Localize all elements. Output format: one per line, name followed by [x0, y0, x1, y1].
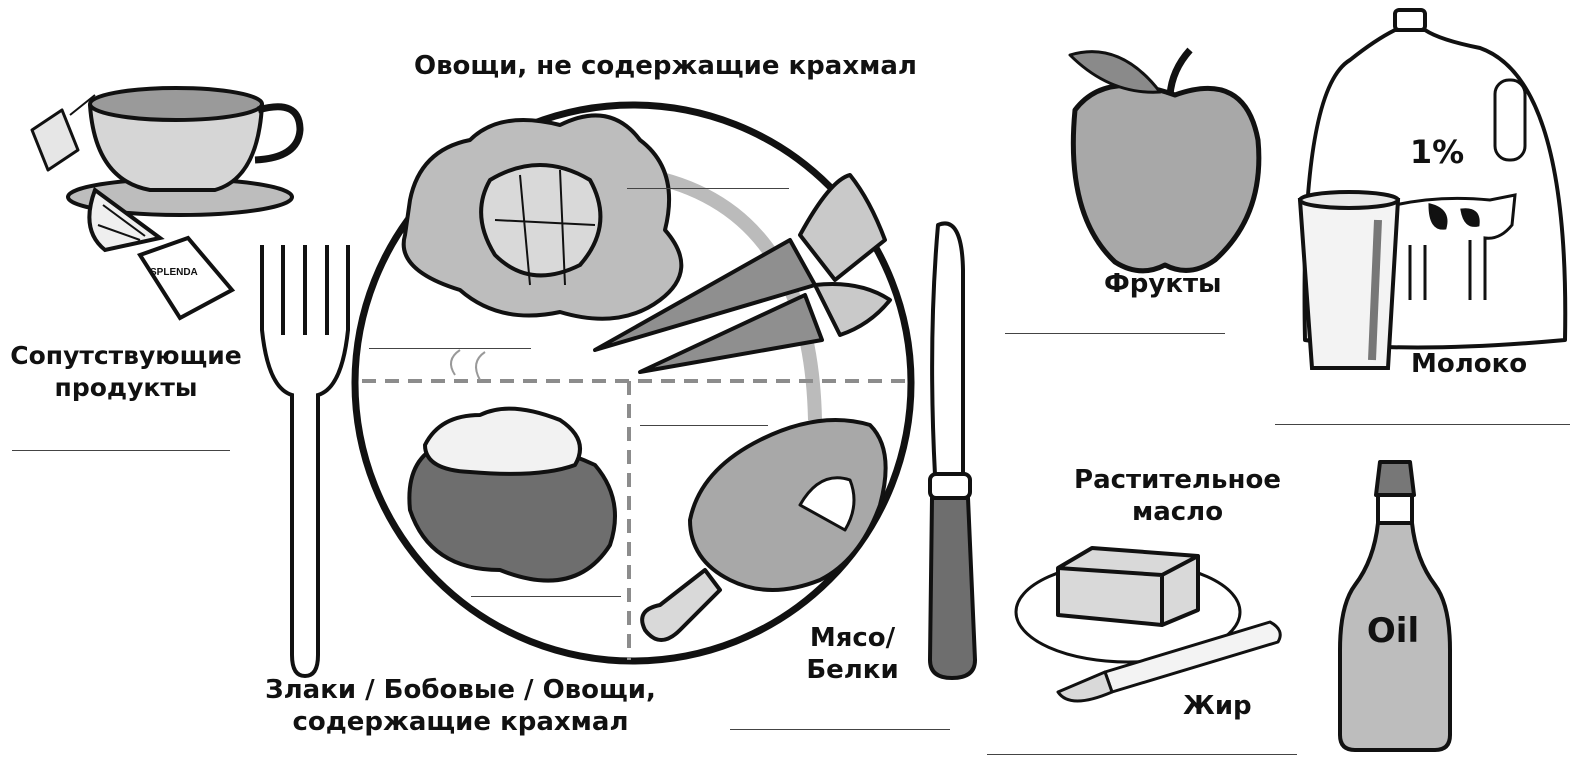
knife-icon — [930, 223, 975, 678]
blank-line-meat — [730, 729, 950, 730]
oil-bottle-text: Oil — [1367, 611, 1419, 651]
sweetener-text: SPLENDA — [150, 267, 198, 278]
oil-bottle-icon — [1340, 462, 1450, 750]
label-fat: Жир — [1183, 690, 1252, 722]
label-meat-protein: Мясо/ Белки — [800, 622, 905, 686]
tea-cup-icon — [32, 88, 300, 215]
label-non-starchy-vegetables: Овощи, не содержащие крахмал — [414, 50, 917, 82]
blank-line-milk — [1275, 424, 1570, 425]
blank-line-fat — [987, 754, 1297, 755]
label-extras: Сопутствующие продукты — [6, 340, 246, 404]
milk-glass-icon — [1300, 192, 1398, 368]
fork-icon — [262, 245, 348, 676]
label-grains-legumes-starchy: Злаки / Бобовые / Овощи, содержащие крах… — [228, 674, 693, 738]
blank-line-plate-veg-left — [369, 348, 531, 349]
label-vegetable-oil: Растительное масло — [1070, 464, 1285, 528]
milk-percent-text: 1% — [1410, 133, 1464, 171]
blank-line-plate-grains — [471, 596, 621, 597]
label-fruits: Фрукты — [1104, 268, 1222, 300]
label-milk: Молоко — [1411, 348, 1527, 380]
blank-line-fruits — [1005, 333, 1225, 334]
apple-icon — [1070, 50, 1259, 271]
blank-line-extras — [12, 450, 230, 451]
blank-line-plate-veg-right — [627, 188, 789, 189]
sweetener-packet-icon: SPLENDA — [140, 238, 232, 318]
blank-line-plate-meat — [640, 425, 768, 426]
